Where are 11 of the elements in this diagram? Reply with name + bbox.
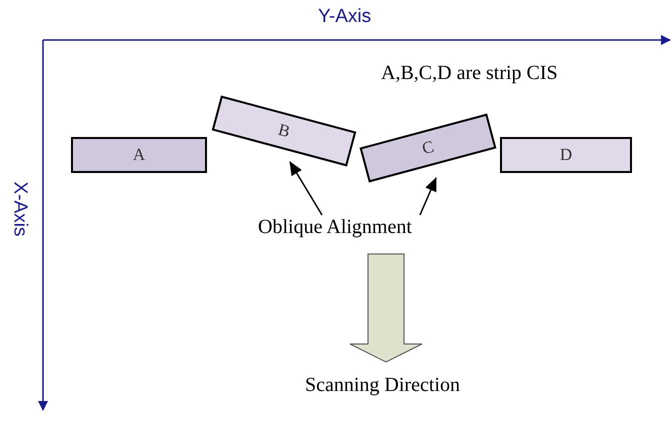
arrow	[289, 161, 323, 216]
annotation-text: Oblique Alignment	[240, 214, 430, 240]
note-text: A,B,C,D are strip CIS	[381, 62, 558, 85]
axis-label: Y-Axis	[318, 6, 372, 28]
sensor-strip: D	[500, 137, 632, 173]
axis-label: X-Axis	[8, 182, 30, 236]
direction-label: Scanning Direction	[305, 374, 460, 397]
sensor-strip: B	[212, 96, 356, 166]
sensor-strip: A	[71, 137, 207, 173]
sensor-strip: C	[360, 114, 496, 182]
arrow	[419, 177, 437, 216]
